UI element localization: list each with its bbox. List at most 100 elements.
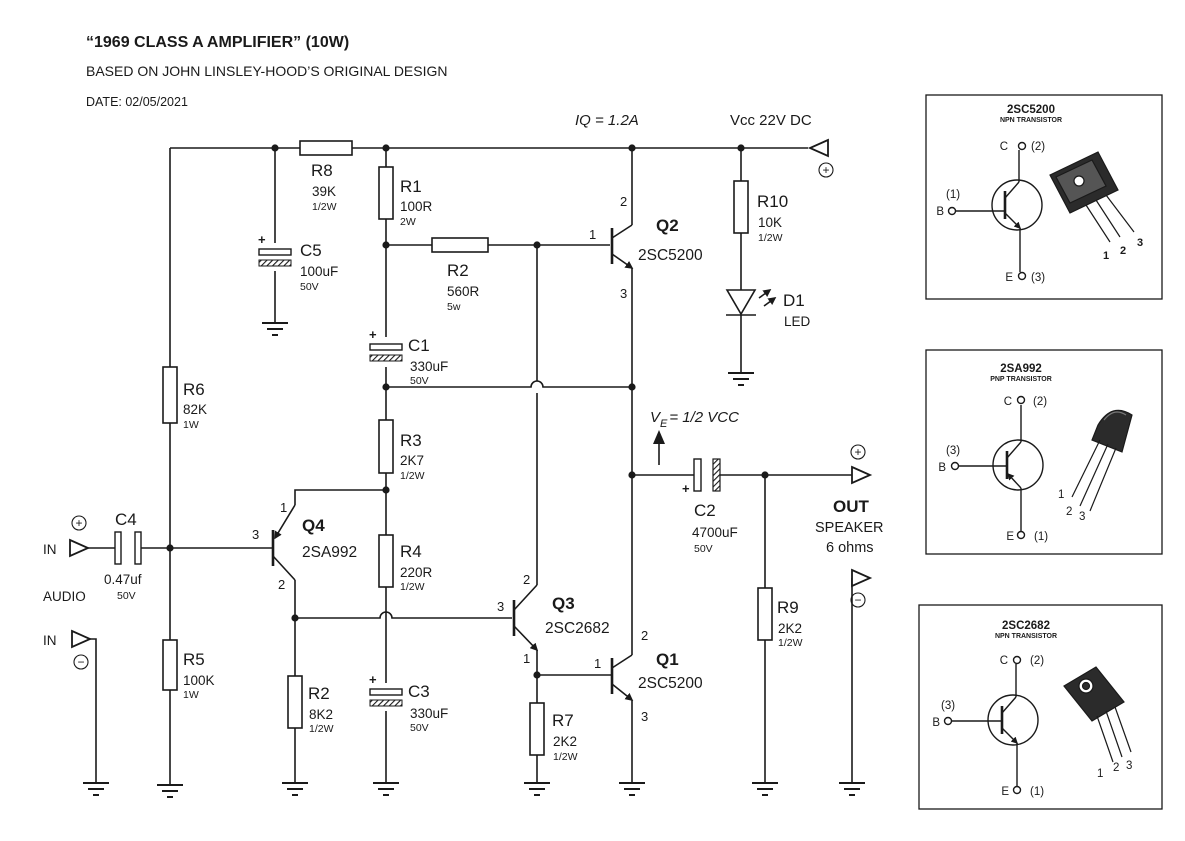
svg-text:2SC5200: 2SC5200: [638, 247, 703, 264]
r3-body: [378, 419, 394, 474]
svg-text:1/2W: 1/2W: [778, 637, 803, 649]
vcc-terminal: [807, 138, 829, 158]
svg-text:100uF: 100uF: [300, 264, 338, 279]
svg-text:2SC2682: 2SC2682: [545, 620, 610, 637]
ve-label: VE= 1/2 VCC: [650, 409, 739, 430]
svg-text:8K2: 8K2: [309, 707, 333, 722]
svg-text:1/2W: 1/2W: [309, 723, 334, 735]
svg-text:NPN TRANSISTOR: NPN TRANSISTOR: [1000, 117, 1062, 124]
svg-text:R2: R2: [308, 684, 330, 703]
svg-text:2SA992: 2SA992: [302, 544, 357, 561]
svg-text:(2): (2): [1030, 655, 1044, 667]
svg-text:E: E: [1001, 786, 1009, 798]
svg-text:Q2: Q2: [656, 216, 679, 235]
svg-text:R10: R10: [757, 192, 788, 211]
svg-text:C4: C4: [115, 510, 137, 529]
svg-text:(3): (3): [941, 700, 955, 712]
junctions: [166, 144, 769, 679]
wires: [88, 147, 853, 775]
terminals: [69, 138, 873, 649]
svg-text:1: 1: [1097, 768, 1103, 780]
in-plus-sign: +: [75, 516, 82, 530]
svg-text:1: 1: [280, 500, 287, 515]
svg-text:3: 3: [641, 709, 648, 724]
svg-text:50V: 50V: [410, 375, 429, 387]
output-labels: OUT SPEAKER 6 ohms: [815, 497, 884, 556]
diagram-title: “1969 CLASS A AMPLIFIER” (10W): [86, 34, 350, 51]
r4-labels: R4 220R 1/2W: [400, 542, 433, 593]
svg-text:39K: 39K: [312, 184, 336, 199]
svg-text:2SC2682: 2SC2682: [1002, 620, 1050, 632]
svg-text:1: 1: [1058, 489, 1064, 501]
q1-symbol: [610, 654, 634, 701]
svg-text:R9: R9: [777, 598, 799, 617]
svg-text:R3: R3: [400, 431, 422, 450]
iq-label: IQ = 1.2A: [575, 112, 639, 129]
c2-labels: C2 4700uF 50V: [692, 501, 738, 555]
svg-text:1/2W: 1/2W: [312, 201, 337, 213]
ohms-label: 6 ohms: [826, 540, 874, 556]
in-pos-terminal: [69, 538, 91, 558]
in-minus-circle: [73, 654, 89, 670]
svg-text:1/2W: 1/2W: [400, 470, 425, 482]
svg-text:(2): (2): [1031, 141, 1045, 153]
r5-labels: R5 100K 1W: [183, 650, 215, 701]
svg-text:R7: R7: [552, 711, 574, 730]
input-labels: IN AUDIO IN: [43, 542, 86, 648]
r2b-body: [287, 675, 303, 729]
svg-text:B: B: [932, 717, 940, 729]
pinout-2sc5200: 2SC5200 NPN TRANSISTOR C (2) B (1) E (3): [925, 94, 1163, 300]
svg-text:C: C: [1000, 655, 1008, 667]
svg-text:(1): (1): [1030, 786, 1044, 798]
svg-text:330uF: 330uF: [410, 359, 448, 374]
r5-body: [162, 639, 178, 691]
c4-labels: C4 0.47uf 50V: [104, 510, 142, 602]
svg-text:Q3: Q3: [552, 594, 575, 613]
svg-text:3: 3: [252, 527, 259, 542]
in-pos-label: IN: [43, 542, 57, 557]
q2-symbol: [610, 224, 634, 269]
r4-body: [378, 534, 394, 588]
svg-text:D1: D1: [783, 291, 805, 310]
vcc-label: Vcc 22V DC: [730, 112, 812, 129]
svg-text:1: 1: [589, 227, 596, 242]
c3-symbol: +: [369, 672, 403, 707]
svg-text:+: +: [258, 232, 266, 247]
svg-text:560R: 560R: [447, 284, 480, 299]
r8-body: [299, 140, 353, 156]
q4-labels: Q4 2SA992 1 2 3: [252, 500, 357, 592]
svg-text:+: +: [682, 481, 690, 496]
svg-text:10K: 10K: [758, 215, 782, 230]
svg-text:R8: R8: [311, 161, 333, 180]
out-plus-circle: [850, 444, 866, 460]
c5-symbol: +: [258, 232, 292, 267]
q1-labels: Q1 2SC5200 1 2 3: [594, 628, 703, 724]
annotations: IQ = 1.2A Vcc 22V DC VE= 1/2 VCC: [575, 112, 812, 430]
in-neg-label: IN: [43, 633, 57, 648]
out-minus-circle: [850, 592, 866, 608]
svg-text:B: B: [938, 462, 946, 474]
r2a-labels: R2 560R 5w: [447, 261, 480, 313]
svg-text:Q1: Q1: [656, 650, 679, 669]
r6-body: [162, 366, 178, 424]
svg-text:(1): (1): [1034, 531, 1048, 543]
svg-text:50V: 50V: [694, 543, 713, 555]
svg-text:PNP TRANSISTOR: PNP TRANSISTOR: [990, 376, 1052, 383]
resistor-bodies: [162, 140, 773, 756]
svg-text:2: 2: [1113, 762, 1119, 774]
svg-text:2SC5200: 2SC5200: [638, 675, 703, 692]
c1-labels: C1 330uF 50V: [408, 336, 448, 387]
q4-symbol: [271, 504, 296, 581]
speaker-label: SPEAKER: [815, 520, 884, 536]
diagram-subtitle: BASED ON JOHN LINSLEY-HOOD’S ORIGINAL DE…: [86, 63, 448, 79]
svg-text:1: 1: [1103, 250, 1109, 262]
svg-text:2K2: 2K2: [778, 621, 802, 636]
svg-text:3: 3: [497, 599, 504, 614]
svg-text:C: C: [1004, 396, 1012, 408]
vcc-plus-circle: [818, 162, 834, 178]
r9-body: [757, 587, 773, 641]
c2-symbol: +: [682, 458, 721, 496]
out-plus-sign: +: [854, 445, 861, 459]
audio-label: AUDIO: [43, 589, 86, 604]
svg-text:R1: R1: [400, 177, 422, 196]
